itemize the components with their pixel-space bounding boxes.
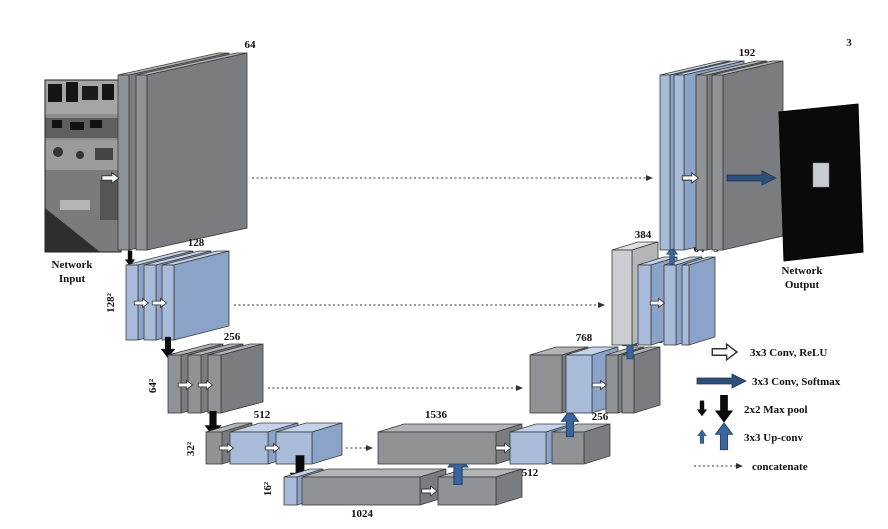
input-label-line2: Input bbox=[59, 273, 86, 285]
output-channel-label: 3 bbox=[846, 37, 852, 49]
legend-max-pool-large-icon bbox=[714, 394, 734, 423]
output-label-line1: Network bbox=[782, 265, 824, 277]
dec4-conv-channel-label: 512 bbox=[522, 467, 539, 479]
network-input-image bbox=[45, 80, 121, 252]
legend-max-pool-small-icon bbox=[696, 400, 708, 417]
level5-size-label: 16² bbox=[262, 481, 274, 496]
legend-up-conv-label: 3x3 Up-conv bbox=[744, 432, 803, 444]
legend-conv-softmax-label: 3x3 Conv, Softmax bbox=[752, 376, 841, 388]
legend-up-conv-large-icon bbox=[714, 422, 734, 451]
legend-up-conv-small-icon bbox=[697, 429, 707, 444]
legend-max-pool-label: 2x2 Max pool bbox=[744, 404, 808, 416]
legend-conv-relu-label: 3x3 Conv, ReLU bbox=[750, 347, 827, 359]
dec1-channel-label: 192 bbox=[739, 47, 756, 59]
dec4-out-channel-label: 256 bbox=[592, 411, 609, 423]
dec4-concat-channel-label: 1536 bbox=[425, 409, 448, 421]
legend: 3x3 Conv, ReLU 3x3 Conv, Softmax 2x2 Max… bbox=[694, 343, 841, 473]
encoder-level3-feature-maps bbox=[167, 343, 264, 414]
encoder-level1-feature-maps bbox=[117, 52, 248, 251]
bottleneck-feature-maps bbox=[283, 468, 523, 506]
legend-conv-relu-icon bbox=[711, 343, 738, 361]
input-label-line1: Network bbox=[52, 259, 94, 271]
output-label-line2: Output bbox=[785, 279, 820, 291]
level4-size-label: 32² bbox=[185, 441, 197, 456]
decoder-level1-feature-maps bbox=[659, 60, 784, 251]
decoder-level3-feature-maps bbox=[529, 346, 661, 414]
encoder-level2-feature-maps bbox=[125, 250, 230, 341]
network-output-image bbox=[778, 103, 864, 262]
legend-concatenate-label: concatenate bbox=[752, 461, 808, 473]
decoder-level4-feature-maps bbox=[377, 423, 611, 465]
enc3-channel-label: 256 bbox=[224, 331, 241, 343]
encoder-level4-feature-maps bbox=[205, 422, 343, 465]
enc1-channel-label: 64 bbox=[245, 39, 257, 51]
bottleneck-channel-label: 1024 bbox=[351, 508, 374, 520]
legend-conv-softmax-icon bbox=[696, 373, 747, 389]
dec3-concat-channel-label: 768 bbox=[576, 332, 593, 344]
decoder-level2-feature-maps bbox=[611, 241, 716, 346]
level3-size-label: 64² bbox=[147, 378, 159, 393]
enc4-channel-label: 512 bbox=[254, 409, 271, 421]
dec2-concat-channel-label: 384 bbox=[635, 229, 652, 241]
level2-size-label: 128² bbox=[105, 292, 117, 313]
enc2-channel-label: 128 bbox=[188, 237, 205, 249]
